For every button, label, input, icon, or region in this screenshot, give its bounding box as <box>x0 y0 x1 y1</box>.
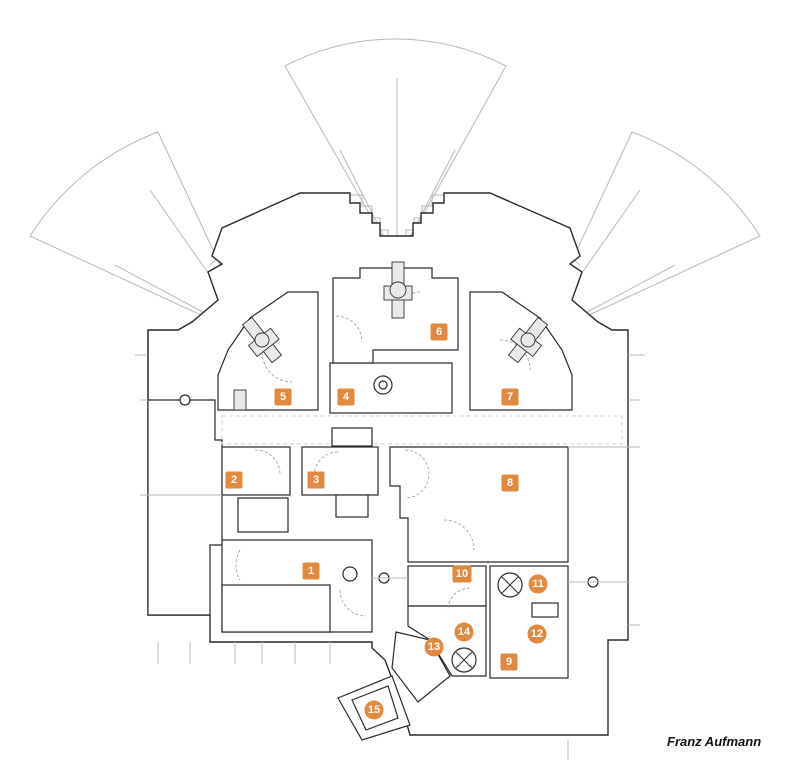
svg-text:6: 6 <box>436 326 442 338</box>
marker-15: 15 <box>364 700 384 720</box>
svg-text:13: 13 <box>428 641 440 653</box>
svg-text:8: 8 <box>507 477 513 489</box>
marker-13: 13 <box>424 637 444 657</box>
marker-6: 6 <box>430 323 448 341</box>
marker-11: 11 <box>528 574 548 594</box>
svg-text:9: 9 <box>506 656 512 668</box>
field-of-fire-center <box>284 38 507 264</box>
svg-text:14: 14 <box>458 626 471 638</box>
marker-12: 12 <box>527 624 547 644</box>
marker-4: 4 <box>337 388 355 406</box>
marker-8: 8 <box>501 474 519 492</box>
marker-5: 5 <box>274 388 292 406</box>
exterior-pipes <box>135 354 645 760</box>
svg-text:1: 1 <box>308 565 314 577</box>
room-8 <box>389 446 569 563</box>
fields-of-fire <box>29 38 761 342</box>
svg-text:3: 3 <box>313 474 319 486</box>
svg-text:12: 12 <box>531 628 543 640</box>
svg-text:15: 15 <box>368 704 380 716</box>
field-of-fire-left <box>29 131 257 342</box>
svg-text:10: 10 <box>456 568 468 580</box>
svg-text:2: 2 <box>231 474 237 486</box>
doors <box>235 291 531 617</box>
marker-7: 7 <box>501 388 519 406</box>
markers: 1 2 3 4 5 6 7 8 <box>225 323 548 720</box>
entrance-13 <box>391 631 451 703</box>
marker-10: 10 <box>452 565 472 583</box>
marker-2: 2 <box>225 471 243 489</box>
gun-mountings <box>233 261 549 411</box>
svg-text:4: 4 <box>343 391 350 403</box>
svg-text:5: 5 <box>280 391 286 403</box>
marker-1: 1 <box>302 562 320 580</box>
marker-3: 3 <box>307 471 325 489</box>
svg-text:11: 11 <box>532 578 544 590</box>
marker-14: 14 <box>454 622 474 642</box>
fixtures <box>179 375 599 673</box>
marker-9: 9 <box>500 653 518 671</box>
author-credit: Franz Aufmann <box>667 734 762 749</box>
svg-text:7: 7 <box>507 391 513 403</box>
field-of-fire-right <box>533 131 761 342</box>
room-10 <box>407 565 487 607</box>
